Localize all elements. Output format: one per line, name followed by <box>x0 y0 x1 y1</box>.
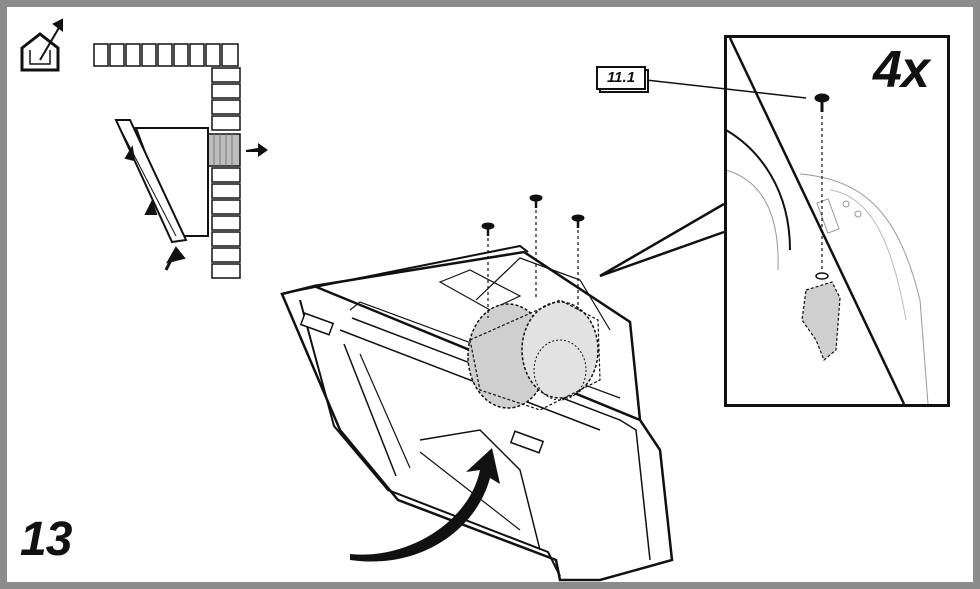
detail-inset-box <box>724 35 950 407</box>
detail-callout-wedge <box>599 202 725 278</box>
screw-icon <box>481 194 585 318</box>
hood-side-view <box>114 119 209 271</box>
detail-panel-artwork <box>645 37 929 405</box>
house-exhaust-icon <box>20 18 63 72</box>
rotate-arrow-icon <box>350 448 500 562</box>
wall-bricks-top <box>93 43 239 67</box>
wall-bricks-vertical <box>211 67 241 279</box>
hood-body <box>280 244 674 582</box>
quantity-label: 4x <box>873 41 930 99</box>
part-number-label: 11.1 <box>596 66 646 90</box>
wall-duct-outlet-icon <box>207 133 268 167</box>
step-number: 13 <box>20 513 72 566</box>
fan-blower <box>467 299 601 411</box>
